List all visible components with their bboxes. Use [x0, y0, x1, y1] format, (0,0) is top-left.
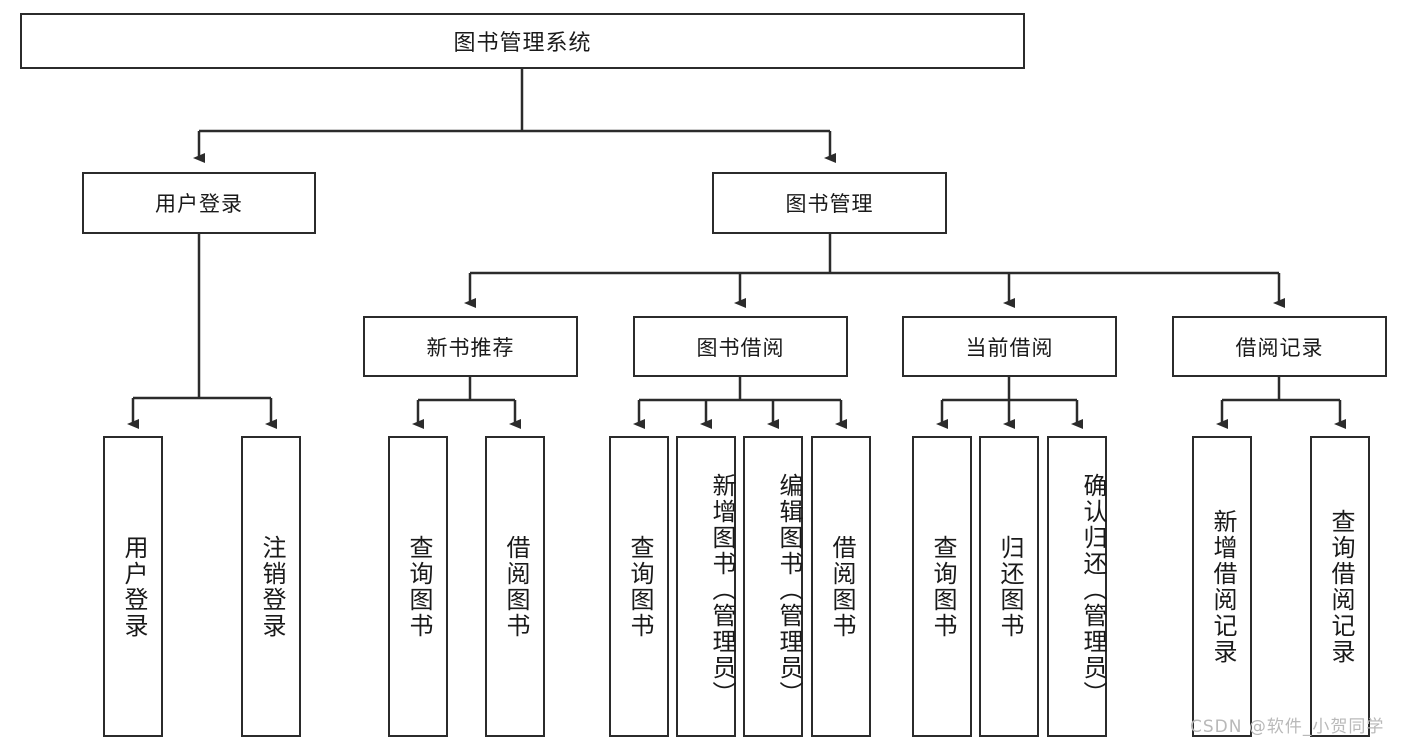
- node-new-book-recommend[interactable]: 新书推荐: [363, 316, 578, 377]
- node-current-borrow[interactable]: 当前借阅: [902, 316, 1117, 377]
- node-user-login[interactable]: 用户登录: [82, 172, 316, 234]
- leaf-current-query-book[interactable]: 查询图书: [912, 436, 972, 737]
- leaf-user-login-signout[interactable]: 注销登录: [241, 436, 301, 737]
- node-book-borrow[interactable]: 图书借阅: [633, 316, 848, 377]
- leaf-current-return-book[interactable]: 归还图书: [979, 436, 1039, 737]
- csdn-watermark: CSDN @软件_小贺同学: [1190, 717, 1385, 737]
- node-book-management[interactable]: 图书管理: [712, 172, 947, 234]
- leaf-record-query[interactable]: 查询借阅记录: [1310, 436, 1370, 737]
- leaf-record-add[interactable]: 新增借阅记录: [1192, 436, 1252, 737]
- node-root-system[interactable]: 图书管理系统: [20, 13, 1025, 69]
- node-borrow-record[interactable]: 借阅记录: [1172, 316, 1387, 377]
- leaf-current-confirm-return-admin[interactable]: 确认归还（管理员）: [1047, 436, 1107, 737]
- leaf-new-book-borrow[interactable]: 借阅图书: [485, 436, 545, 737]
- leaf-new-book-query[interactable]: 查询图书: [388, 436, 448, 737]
- leaf-borrow-lend-book[interactable]: 借阅图书: [811, 436, 871, 737]
- leaf-borrow-query-book[interactable]: 查询图书: [609, 436, 669, 737]
- leaf-borrow-add-book-admin[interactable]: 新增图书（管理员）: [676, 436, 736, 737]
- leaf-borrow-edit-book-admin[interactable]: 编辑图书（管理员）: [743, 436, 803, 737]
- leaf-user-login-signin[interactable]: 用户登录: [103, 436, 163, 737]
